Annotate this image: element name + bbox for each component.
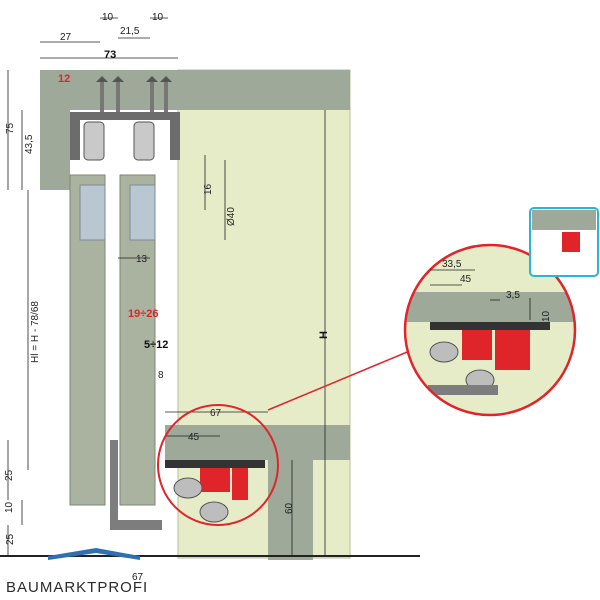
- dim-8: 8: [158, 370, 164, 381]
- dim-19-26: 19÷26: [128, 308, 159, 320]
- glass-inset-inner: [129, 184, 156, 241]
- zoom-dim-45: 45: [460, 274, 472, 285]
- dim-27: 27: [60, 32, 72, 43]
- bottom-right-block: [268, 460, 313, 560]
- roller-left: [83, 121, 105, 161]
- bottom-guide-bracket: [110, 440, 162, 530]
- dim-5-12: 5÷12: [144, 339, 168, 351]
- screw-top-1: [96, 76, 108, 112]
- dim-67-bottom: 67: [132, 572, 144, 583]
- middle-shelf: [165, 425, 350, 460]
- dim-73: 73: [104, 49, 116, 61]
- zoom-connector: [267, 349, 413, 411]
- dim-25-top: 25: [4, 469, 15, 481]
- thumbnail-rail: [532, 210, 596, 230]
- screw-top-2: [112, 76, 124, 112]
- dim-10-left: 10: [102, 12, 114, 23]
- dim-43-5: 43,5: [24, 134, 35, 154]
- dim-H: H: [318, 331, 330, 339]
- zoom-dim-lines: [430, 269, 531, 320]
- dim-16: 16: [203, 183, 214, 195]
- top-rail: [40, 70, 350, 110]
- zoom-dim-33-5: 33,5: [442, 259, 462, 270]
- dim-45-mid: 45: [188, 432, 200, 443]
- zoom-circle: [403, 243, 577, 417]
- screw-top-4: [160, 76, 172, 112]
- bottom-roller-1: [173, 477, 203, 499]
- dim-12: 12: [58, 73, 70, 85]
- zoom-dim-10: 10: [541, 310, 552, 322]
- dim-10-right: 10: [152, 12, 164, 23]
- brand-name: BAUMARKTPROFI: [6, 579, 148, 596]
- top-track-profile: [70, 112, 180, 160]
- top-rail-left-block: [40, 110, 70, 190]
- dim-Hl: Hl = H - 78/68: [30, 301, 41, 363]
- dim-21-5: 21,5: [120, 26, 140, 37]
- screw-top-3: [146, 76, 158, 112]
- dim-lines: [7, 17, 326, 556]
- dim-67-mid: 67: [210, 408, 222, 419]
- dim-10-bottom: 10: [4, 501, 15, 513]
- dim-13: 13: [136, 254, 148, 265]
- glass-inset-outer: [79, 184, 106, 241]
- dim-60: 60: [284, 502, 295, 514]
- thumbnail-red: [562, 232, 580, 252]
- zoom-source-circle: [157, 404, 279, 526]
- zoom-dim-3-5: 3,5: [506, 290, 520, 301]
- bottom-roller-2: [199, 501, 229, 523]
- bottom-guide-red-2: [232, 468, 248, 500]
- roller-right: [133, 121, 155, 161]
- dim-25-bottom: 25: [5, 533, 16, 545]
- bottom-guide-profile: [165, 460, 265, 468]
- brand-logo-roof: [48, 548, 140, 560]
- dim-75: 75: [5, 122, 16, 134]
- dim-40: Ø40: [226, 207, 237, 226]
